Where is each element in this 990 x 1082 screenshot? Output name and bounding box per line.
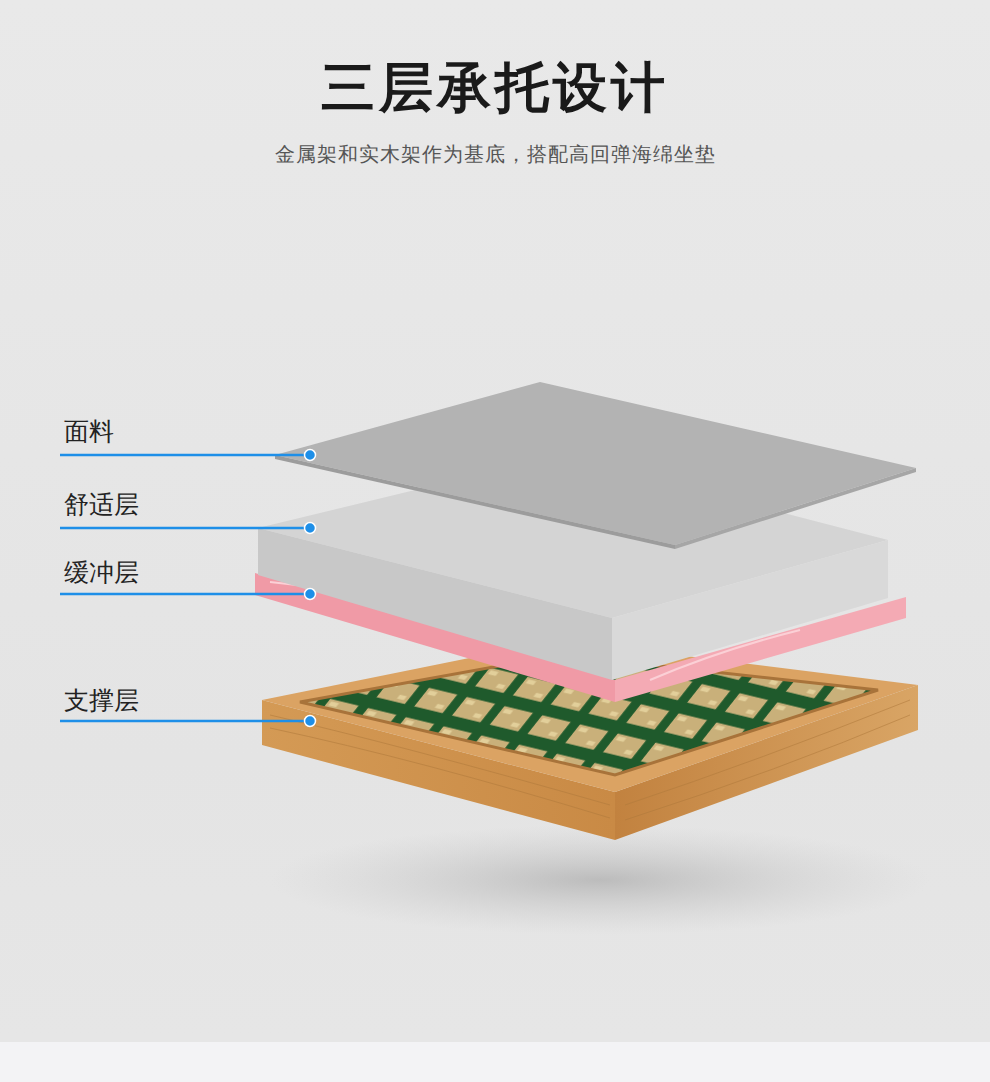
layer-label: 面料 — [64, 415, 114, 448]
layer-label: 支撑层 — [64, 684, 139, 717]
layer-label: 舒适层 — [64, 488, 139, 521]
leader-dot — [305, 589, 316, 600]
page-title: 三层承托设计 — [0, 52, 990, 125]
leader-line — [60, 527, 310, 530]
layer-label: 缓冲层 — [64, 556, 139, 589]
leader-dot — [305, 523, 316, 534]
leader-dot — [305, 450, 316, 461]
leader-line — [60, 593, 310, 596]
fabric-sheet — [275, 382, 916, 549]
leader-line — [60, 720, 310, 723]
leader-line — [60, 454, 310, 457]
leader-dot — [305, 716, 316, 727]
bottom-band — [0, 1042, 990, 1082]
shadow — [270, 825, 930, 935]
page-subtitle: 金属架和实木架作为基底，搭配高回弹海绵坐垫 — [0, 141, 990, 168]
